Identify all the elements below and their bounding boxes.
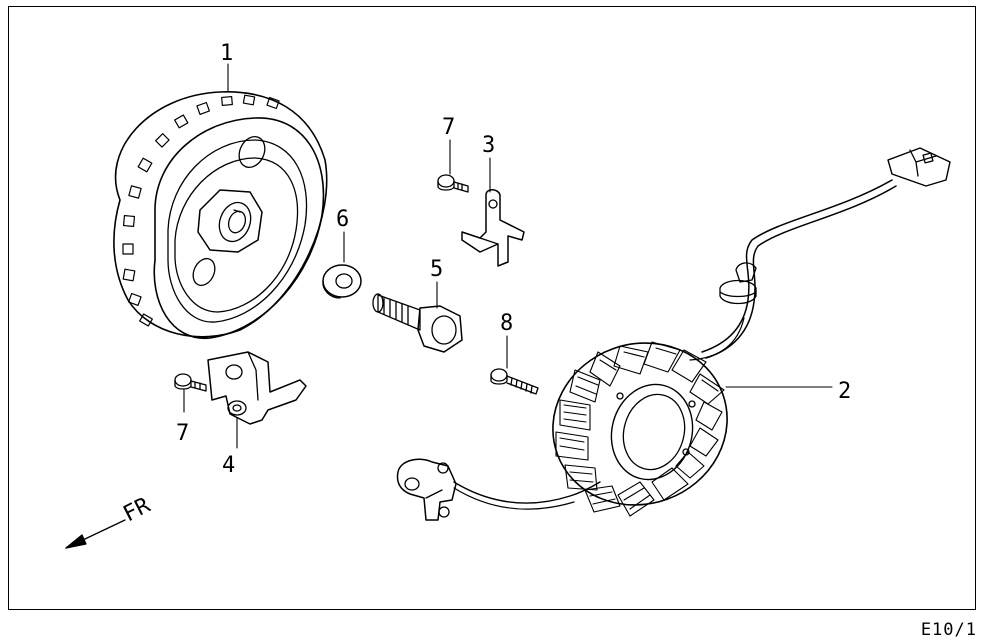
stator-poles bbox=[555, 341, 725, 517]
callout-2: 2 bbox=[838, 379, 851, 404]
screw-left bbox=[174, 373, 207, 392]
pickup-coil bbox=[396, 458, 457, 521]
washer bbox=[322, 264, 362, 299]
callout-7-top: 7 bbox=[442, 115, 455, 140]
callout-6: 6 bbox=[336, 207, 349, 232]
front-direction-arrow bbox=[65, 519, 126, 549]
callout-8: 8 bbox=[500, 311, 513, 336]
flywheel-bolt bbox=[372, 293, 463, 353]
callout-7-left: 7 bbox=[176, 421, 189, 446]
direction-label: FR bbox=[119, 493, 155, 528]
wire-harness bbox=[453, 147, 951, 510]
screw-long bbox=[490, 368, 539, 395]
leader-lines bbox=[183, 63, 833, 449]
callout-4: 4 bbox=[222, 453, 235, 478]
diagram-frame bbox=[8, 6, 976, 610]
callout-1: 1 bbox=[220, 41, 233, 66]
page-code: E10/1 bbox=[920, 620, 977, 640]
screw-top bbox=[437, 174, 469, 193]
callout-3: 3 bbox=[482, 133, 495, 158]
bracket-right bbox=[461, 189, 525, 267]
rim-windows bbox=[122, 94, 280, 327]
callout-5: 5 bbox=[430, 257, 443, 282]
stator-coil bbox=[552, 341, 728, 517]
bracket-left bbox=[207, 351, 307, 425]
flywheel bbox=[113, 91, 328, 339]
